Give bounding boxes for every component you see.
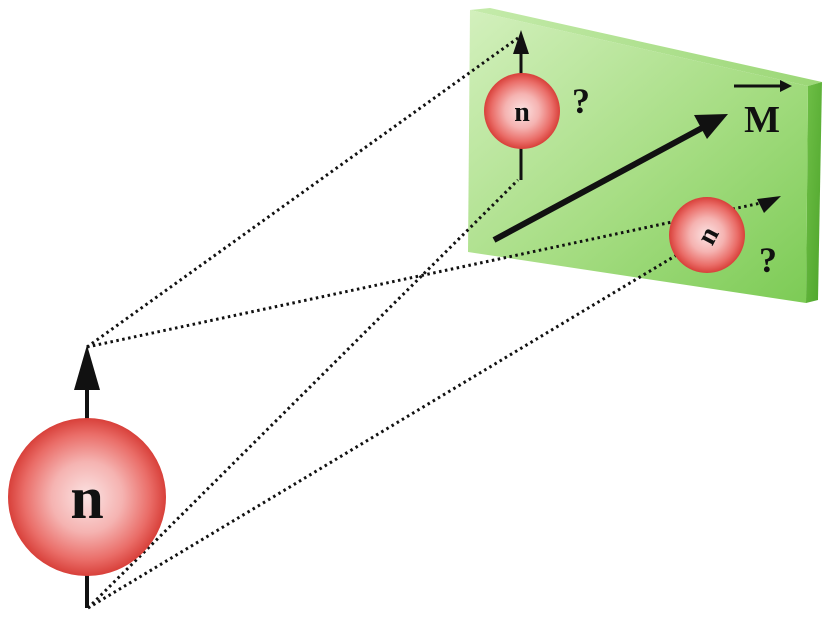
neutron-label-up: n (514, 97, 530, 128)
sample-top-face (470, 8, 822, 86)
neutron-label-incident: n (70, 465, 103, 531)
svg-text:M: M (744, 99, 780, 141)
reflected-neutron-flipped: n (669, 197, 745, 273)
trajectory-bottom-lower (87, 245, 691, 610)
magnetization-label: M (734, 80, 792, 141)
incident-neutron: n (8, 418, 166, 576)
sample-right-side (806, 82, 822, 303)
question-mark-upper: ? (572, 81, 590, 121)
reflected-neutron-up: n (484, 73, 560, 149)
magnetization-vector (492, 114, 728, 243)
flipped-spin-arrowhead (757, 196, 781, 213)
trajectory-top-upper (86, 36, 519, 349)
vector-bar-head (780, 80, 792, 92)
question-mark-lower: ? (759, 240, 777, 280)
trajectory-lines (86, 36, 776, 610)
trajectory-bottom-upper (86, 178, 520, 610)
